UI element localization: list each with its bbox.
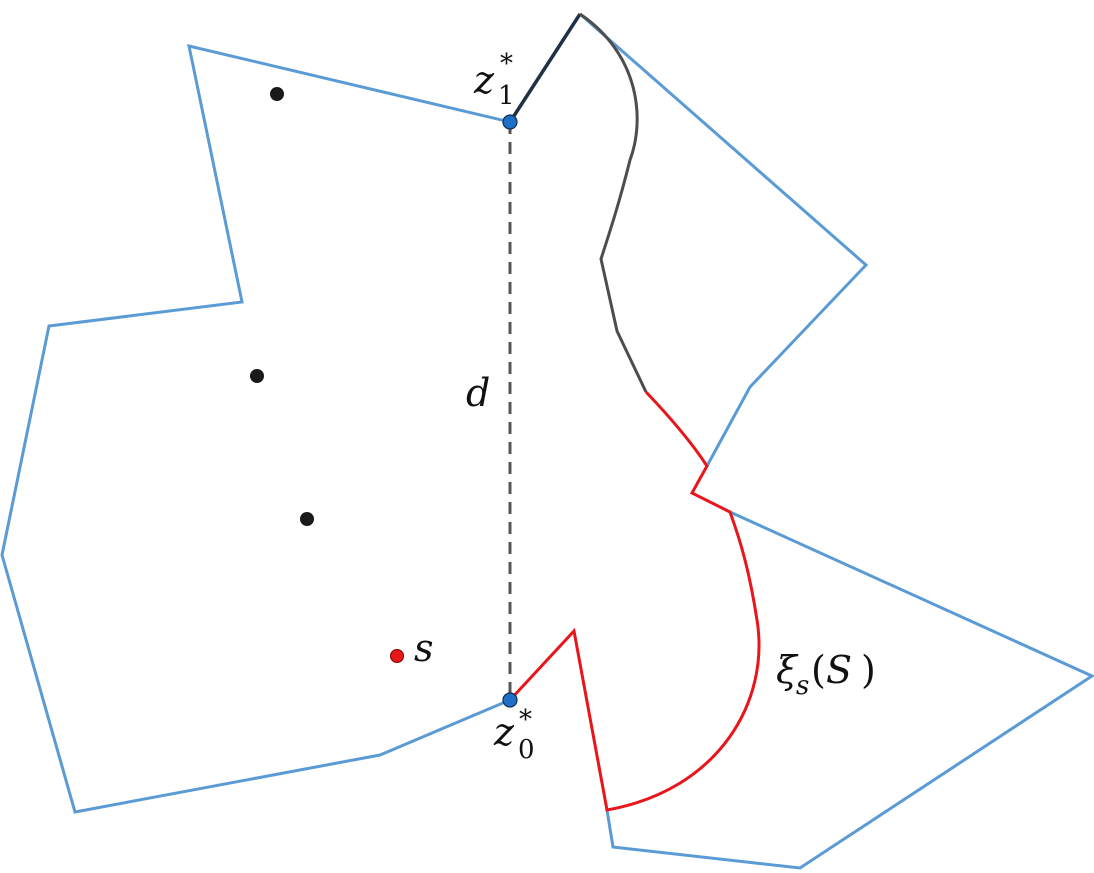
gray-boundary-curve [579, 12, 648, 393]
vertex-z1 [502, 114, 518, 130]
top-dark-segment [508, 13, 582, 123]
black-point-3 [300, 512, 314, 526]
label-z0: z * 0 [493, 693, 544, 765]
black-point-1 [270, 87, 284, 101]
red-point-s [390, 649, 404, 663]
label-z1: z * 1 [473, 37, 525, 111]
vertex-z0 [502, 692, 518, 708]
black-point-2 [250, 369, 264, 383]
label-d: d [466, 371, 490, 415]
label-xi-s-S: ξ s ( S ) [776, 648, 876, 703]
label-s: s [414, 626, 434, 670]
polygon-outline-right [579, 12, 869, 467]
red-xi-path [508, 390, 761, 812]
polygon-outline-lower-right [605, 510, 1094, 870]
polygon-outline [0, 43, 511, 814]
